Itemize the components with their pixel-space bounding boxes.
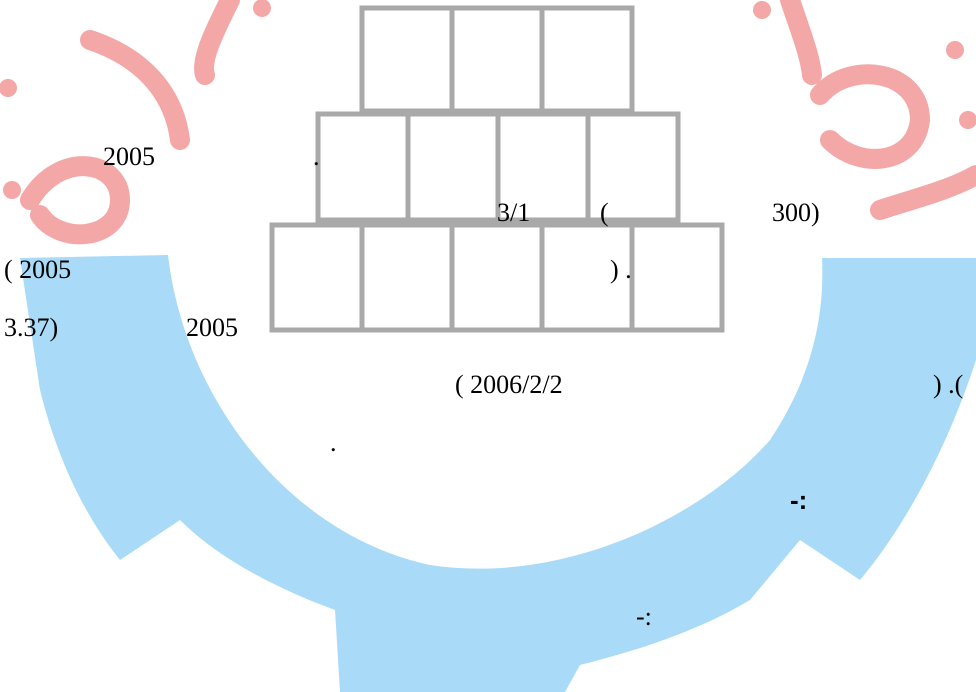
text-paren-open: ( [600,198,609,227]
text-value-300: 300) [772,198,820,227]
text-close-paren-a: ) . [610,255,632,284]
text-date: ( 2006/2/2 [455,370,563,399]
text-year-2005-a: 2005 [103,142,155,171]
text-dot-a: . [313,142,320,171]
text-dot-b: . [330,428,337,457]
section-heading-1: -: [790,485,808,515]
logo-dots-icon [0,0,976,199]
text-year-2005-c: 2005 [186,313,238,342]
gear-watermark-icon [20,255,976,692]
text-close-paren-b: ) .( [933,370,964,399]
text-ratio: 3/1 [497,198,531,227]
text-year-2005-b: ( 2005 [4,255,72,284]
logo-lettering-icon [20,0,976,245]
text-value-337: 3.37) [4,313,59,342]
pyramid-graphic [269,5,725,333]
section-heading-2: -: [636,602,652,631]
